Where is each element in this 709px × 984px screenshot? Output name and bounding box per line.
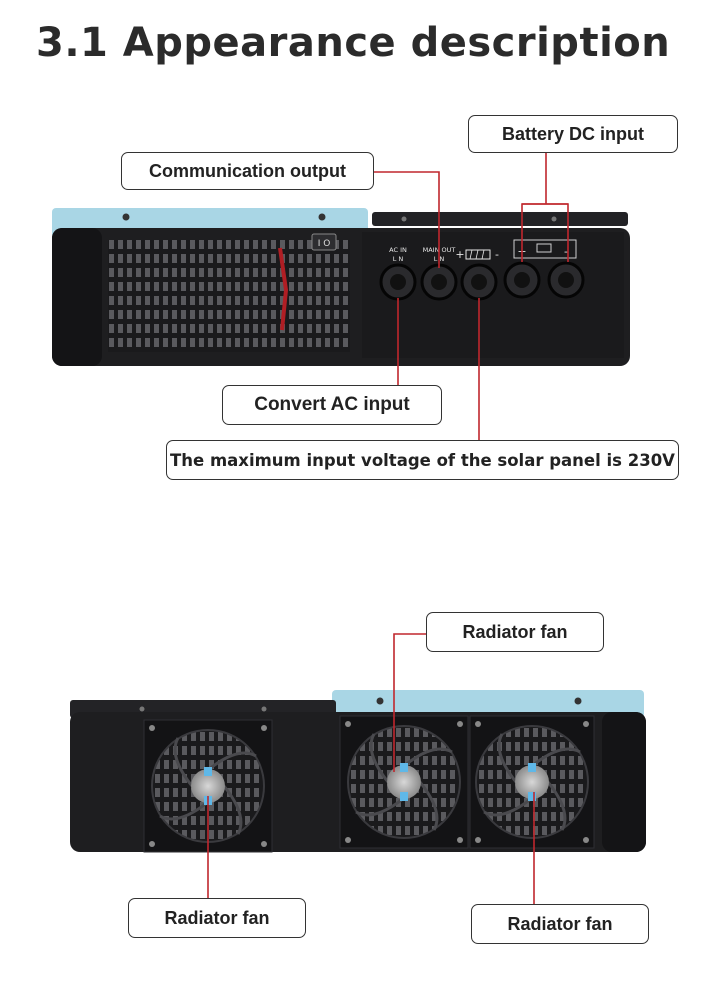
callout-communication-output: Communication output	[121, 152, 374, 190]
fan-right	[469, 715, 595, 849]
callout-convert-ac-input: Convert AC input	[222, 385, 442, 425]
back-leader-lines	[207, 633, 535, 904]
ac-in-label: AC IN	[389, 246, 407, 254]
battery-plus-connector	[503, 261, 541, 299]
callout-radiator-fan-top: Radiator fan	[426, 612, 604, 652]
callout-battery-dc-input: Battery DC input	[468, 115, 678, 153]
fan-middle	[339, 715, 469, 849]
pv-minus-label: -	[495, 248, 499, 261]
vent-grille	[108, 240, 350, 352]
callout-solar-voltage-note: The maximum input voltage of the solar p…	[166, 440, 679, 480]
power-switch	[311, 233, 337, 251]
back-view-unit	[70, 690, 646, 853]
battery-minus-label: -	[564, 245, 568, 258]
battery-minus-connector	[547, 261, 585, 299]
front-view-unit: I O	[52, 208, 630, 366]
pv-symbol	[465, 249, 491, 260]
svg-text:I O: I O	[318, 239, 331, 249]
pv-input-connector	[460, 263, 498, 301]
callout-radiator-fan-right: Radiator fan	[471, 904, 649, 944]
front-leader-lines	[374, 152, 569, 440]
main-out-connector	[420, 263, 458, 301]
callout-radiator-fan-left: Radiator fan	[128, 898, 306, 938]
ac-in-connector	[379, 263, 417, 301]
ac-in-pins-label: L N	[393, 255, 404, 263]
back-blue-cover	[332, 690, 644, 718]
pv-plus-label: +	[455, 248, 464, 261]
page-title: 3.1 Appearance description	[36, 20, 671, 66]
